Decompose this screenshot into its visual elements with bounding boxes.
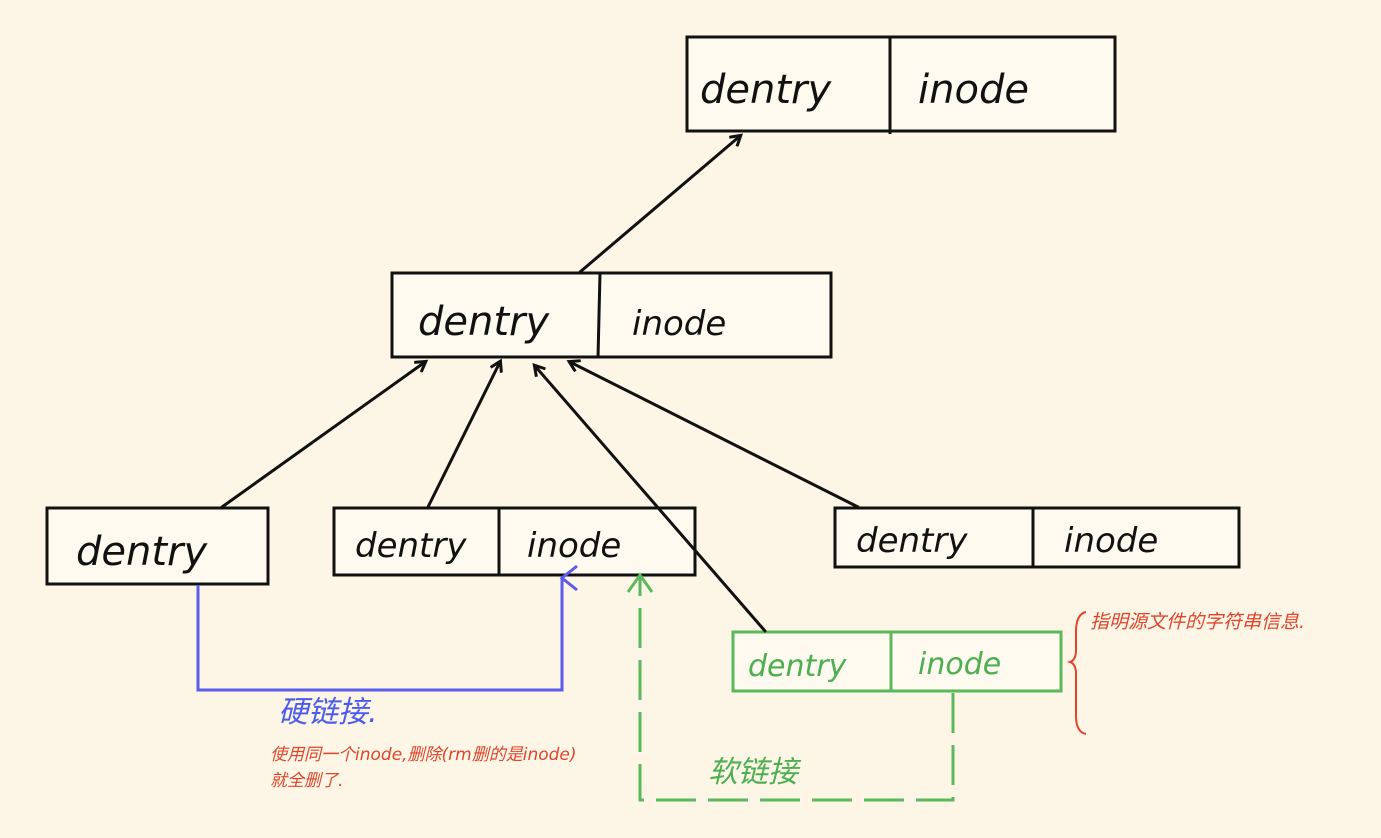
middle-node: dentry inode bbox=[390, 271, 833, 359]
middle-node-inode-label: inode bbox=[632, 304, 726, 344]
arrow-soft-to-middle bbox=[535, 366, 767, 633]
middle-node-divider bbox=[596, 272, 602, 359]
right-node-dentry-label: dentry bbox=[856, 521, 968, 561]
soft-link-connector bbox=[638, 578, 955, 802]
left-node-dentry-label: dentry bbox=[76, 529, 208, 575]
center-node-box bbox=[332, 506, 697, 577]
top-node-dentry-label: dentry bbox=[700, 67, 832, 113]
arrow-right-to-middle bbox=[570, 362, 860, 509]
soft-link-note-brace bbox=[1066, 611, 1087, 735]
right-node: dentry inode bbox=[833, 506, 1241, 569]
arrow-left-to-middle bbox=[220, 362, 425, 509]
center-node: dentry inode bbox=[332, 506, 697, 577]
top-node-box bbox=[685, 35, 1117, 133]
arrow-middle-to-top bbox=[578, 136, 740, 274]
soft-link-node: dentry inode bbox=[731, 630, 1063, 693]
center-node-inode-label: inode bbox=[527, 526, 621, 566]
hard-link-note-line-1: 使用同一个inode,删除(rm删的是inode) bbox=[270, 745, 577, 765]
middle-node-dentry-label: dentry bbox=[418, 299, 550, 345]
soft-link-arrowhead bbox=[626, 572, 654, 593]
left-node-box bbox=[45, 506, 270, 586]
top-node: dentry inode bbox=[685, 35, 1117, 134]
right-node-box bbox=[833, 506, 1241, 569]
hard-link-note-line-2: 就全删了. bbox=[270, 771, 343, 791]
soft-link-node-inode-label: inode bbox=[918, 647, 1001, 682]
hard-link-label: 硬链接. bbox=[278, 695, 378, 730]
middle-node-box bbox=[390, 271, 833, 359]
soft-link-node-dentry-label: dentry bbox=[748, 649, 848, 684]
hard-link-connector bbox=[196, 564, 578, 692]
right-node-inode-label: inode bbox=[1064, 521, 1158, 561]
arrow-center-to-middle bbox=[426, 362, 500, 509]
center-node-dentry-label: dentry bbox=[355, 526, 467, 566]
top-node-inode-label: inode bbox=[918, 67, 1029, 113]
soft-link-label: 软链接 bbox=[708, 755, 802, 790]
soft-link-note: 指明源文件的字符串信息. bbox=[1090, 611, 1305, 633]
soft-link-node-box bbox=[731, 630, 1063, 693]
left-node: dentry bbox=[45, 506, 270, 586]
